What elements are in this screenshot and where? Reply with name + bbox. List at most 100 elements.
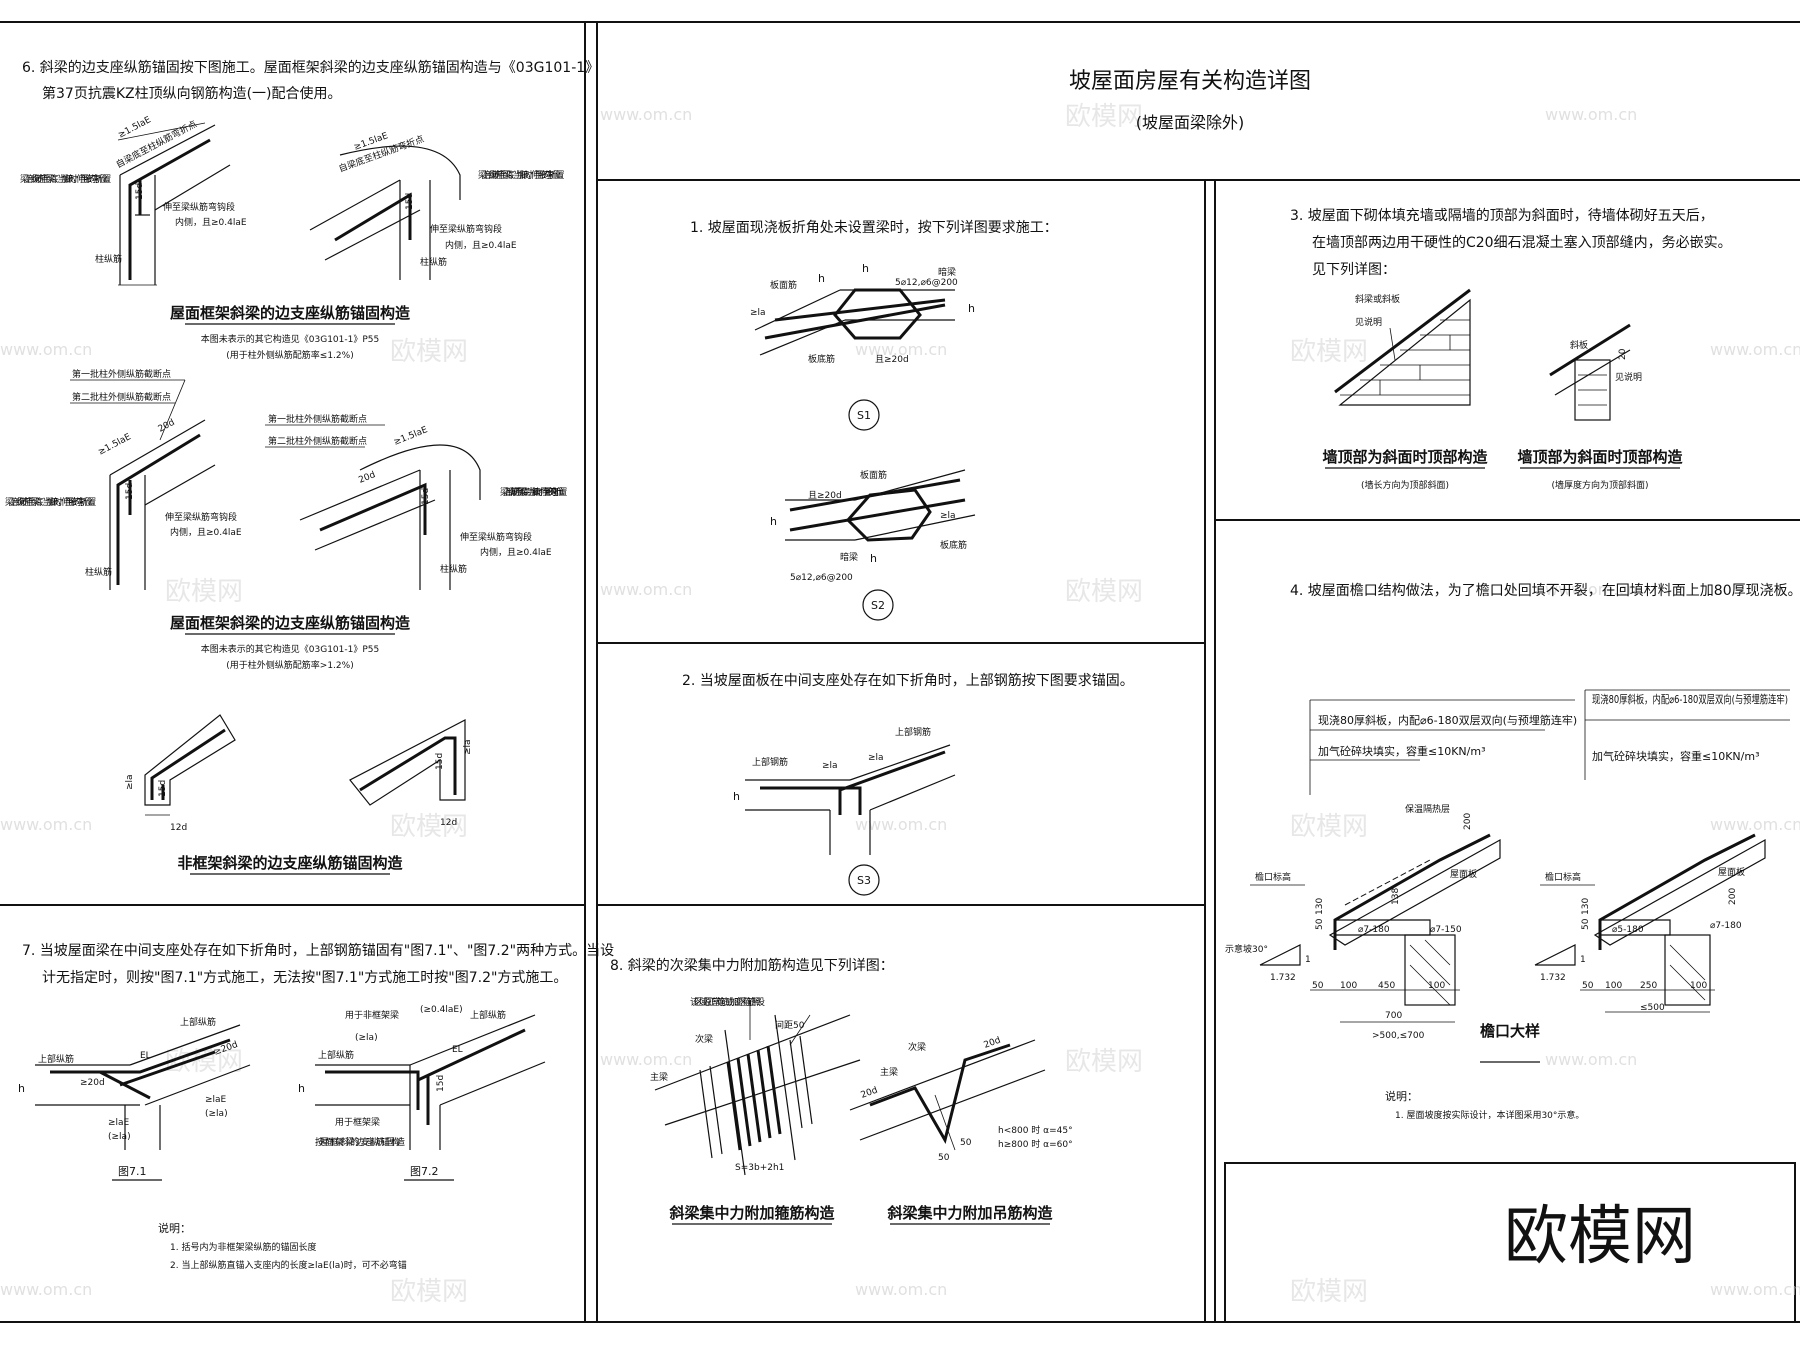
detail-s3: 上部钢筋 上部钢筋 ≥la ≥la h S3 <box>733 726 956 896</box>
watermark-logo: 欧模网 <box>1065 577 1143 607</box>
label-slab2: 斜板 <box>1570 339 1588 351</box>
detail-wall-b: 斜板 20 见说明 墙顶部为斜面时顶部构造 (墙厚度方向为顶部斜面) <box>1517 323 1683 491</box>
watermark-logo: 欧模网 <box>390 812 468 842</box>
label-el: EL <box>140 1051 151 1061</box>
label-h: h <box>18 1082 25 1095</box>
label-15d: 15d <box>436 1075 446 1092</box>
section-4: 4. 坡屋面檐口结构做法，为了檐口处回填不开裂，在回填材料面上加80厚现浇板。 … <box>1225 583 1800 1121</box>
label-h: h <box>968 302 975 315</box>
detail-stirrup: 该区域原正常箍筋或加密区箍筋照设 间距50 次梁 主梁 S=3b+2h1 斜梁集… <box>650 996 861 1225</box>
mark-s3: S3 <box>857 874 871 887</box>
brand-logo: 欧模网 <box>1504 1200 1696 1274</box>
label-main: 主梁 <box>650 1071 668 1083</box>
label-200: 200 <box>1463 813 1473 830</box>
label-angle2: h≥800 时 α=60° <box>998 1138 1073 1150</box>
fig-7-1: 上部纵筋 上部纵筋 ≥20d ≥20d EL ≥laE (≥la) ≥laE (… <box>18 1016 251 1181</box>
detail-s1: 板面筋 暗梁 5⌀12,⌀6@200 ≥la 板底筋 且≥20d h h h S… <box>750 262 975 431</box>
label-la: ≥la <box>463 739 473 755</box>
label-first-cut: 第一批柱外侧纵筋截断点 <box>268 413 367 425</box>
s6-detail-c2: ≥la 15d 12d <box>349 719 473 828</box>
s6-note-b2: (用于柱外侧纵筋配筋率>1.2%) <box>226 659 353 671</box>
s6-detail-b1: 第一批柱外侧纵筋截断点 第二批柱外侧纵筋截断点 ≥1.5laE 20d 15d … <box>5 368 242 590</box>
s3-text-3: 见下列详图： <box>1312 262 1396 278</box>
s8-text: 8. 斜梁的次梁集中力附加筋构造见下列详图： <box>610 957 894 974</box>
label-15d: 15d <box>158 780 168 797</box>
label-rebar: 5⌀12,⌀6@200 <box>790 573 853 583</box>
label-20d: 20d <box>860 1086 880 1101</box>
s4-note-1: 1. 屋面坡度按实际设计，本详图采用30°示意。 <box>1395 1109 1584 1121</box>
label-nonframe: 用于非框架梁 <box>345 1009 399 1021</box>
label-rebar: 5⌀12,⌀6@200 <box>895 278 958 288</box>
label-15lae: ≥1.5laE <box>392 425 429 448</box>
label-15d: 15d <box>435 753 445 770</box>
label-column: 柱纵筋 <box>85 566 112 578</box>
label-130: 130 <box>1581 898 1591 915</box>
label-span2: ≤500 <box>1640 1003 1665 1013</box>
section-7: 7. 当坡屋面梁在中间支座处存在如下折角时，上部钢筋锚固有"图7.1"、"图7.… <box>18 942 614 1271</box>
label-r1: ⌀7-180 <box>1710 921 1742 931</box>
label-extend: 伸至梁纵筋弯钩段 <box>460 531 532 543</box>
s6-note-b1: 本图未表示的其它构造见《03G101-1》P55 <box>201 643 379 655</box>
label-beam-top: 梁上部纵筋伸至梁底，当加腋时，伸至腋的弯折位置。 <box>500 486 570 498</box>
label-50: 50 <box>960 1138 972 1148</box>
label-la: ≥la <box>868 753 884 763</box>
s6-detail-b2: 第一批柱外侧纵筋截断点 第二批柱外侧纵筋截断点 ≥1.5laE 20d 15d … <box>265 413 570 590</box>
watermark-logo: 欧模网 <box>1290 337 1368 367</box>
label-la: (≥la) <box>355 1033 378 1043</box>
label-extend: 伸至梁纵筋弯钩段 <box>163 201 235 213</box>
s4-caption: 檐口大样 <box>1480 1022 1540 1040</box>
label-la: ≥la <box>822 761 838 771</box>
eave-detail-2: 现浇80厚斜板，内配⌀6-180双层双向(与预埋筋连牢) 加气砼碎块填实，容重≤… <box>1534 689 1790 1013</box>
s6-caption-c: 非框架斜梁的边支座纵筋锚固构造 <box>177 854 402 872</box>
label-see: 见说明 <box>1355 316 1382 328</box>
label-slab: 斜梁或斜板 <box>1355 293 1400 305</box>
watermark-logo: 欧模网 <box>390 337 468 367</box>
detail-hanger: 次梁 主梁 20d 20d 50 50 h<800 时 α=45° h≥800 … <box>849 1036 1073 1225</box>
label-450: 450 <box>1378 981 1395 991</box>
label-20d: 且≥20d <box>875 354 909 365</box>
s6-note-a1: 本图未表示的其它构造见《03G101-1》P55 <box>201 333 379 345</box>
label-inner: 内侧，且≥0.4laE <box>175 216 247 228</box>
s4-callout1-a: 现浇80厚斜板，内配⌀6-180双层双向(与预埋筋连牢) <box>1318 713 1577 727</box>
s6-note-a2: (用于柱外侧纵筋配筋率≤1.2%) <box>226 349 353 361</box>
label-eave: 檐口标高 <box>1545 871 1581 883</box>
label-top-bar: 上部纵筋 <box>318 1049 354 1061</box>
label-20: 20 <box>1618 348 1628 360</box>
label-la: ≥la <box>750 308 766 318</box>
label-r1: ⌀7-180 <box>1358 925 1390 935</box>
s6-detail-a1: ≥1.5laE 自梁底至柱纵筋弯折点 15d 梁上部纵筋伸至梁底，当加腋时，伸至… <box>20 115 247 286</box>
s6-detail-a2: ≥1.5laE 自梁底至柱纵筋弯折点 15d 梁上部纵筋伸至梁底，当加腋时，伸至… <box>309 131 568 280</box>
label-50: 50 <box>1581 918 1591 930</box>
sheet-title-block: 坡屋面房屋有关构造详图 (坡屋面梁除外) <box>1069 69 1311 132</box>
label-la: (≥la) <box>205 1109 228 1119</box>
label-column: 柱纵筋 <box>440 563 467 575</box>
label-700: 700 <box>1385 1011 1402 1021</box>
watermark-url: www.om.cn <box>855 815 947 834</box>
label-h: h <box>862 262 869 275</box>
label-top: 板面筋 <box>770 279 797 291</box>
label-roof: 屋面板 <box>1450 868 1477 880</box>
label-20d: ≥20d <box>80 1078 105 1088</box>
label-ratio: 1.732 <box>1540 973 1566 983</box>
label-50: 50 <box>938 1153 950 1163</box>
s4-callout2-b: 加气砼碎块填实，容重≤10KN/m³ <box>1592 749 1760 763</box>
label-beam-top: 梁上部纵筋伸至梁底，当加腋时，伸至腋的弯折位置。 <box>478 169 568 181</box>
watermark-url: www.om.cn <box>1710 340 1800 359</box>
watermark-url: www.om.cn <box>0 340 92 359</box>
label-20d: 且≥20d <box>808 490 842 501</box>
s7-text-1: 7. 当坡屋面梁在中间支座处存在如下折角时，上部钢筋锚固有"图7.1"、"图7.… <box>22 942 614 959</box>
label-100: 100 <box>1340 981 1357 991</box>
sheet-title: 坡屋面房屋有关构造详图 <box>1069 69 1311 94</box>
label-20d: 20d <box>157 418 177 435</box>
watermark-url: www.om.cn <box>1710 1280 1800 1299</box>
s6-detail-c1: ≥la 15d 12d <box>125 714 236 833</box>
label-beam-top: 梁上部纵筋伸至梁底，当加腋时，伸至腋的弯折位置。 <box>20 173 115 185</box>
label-lae: ≥laE <box>108 1118 130 1128</box>
label-see: 见说明 <box>1615 371 1642 383</box>
label-20d: 20d <box>357 470 377 486</box>
label-h: h <box>818 272 825 285</box>
label-column: 柱纵筋 <box>95 253 122 265</box>
label-top-bar: 上部纵筋 <box>470 1009 506 1021</box>
watermark-url: www.om.cn <box>600 105 692 124</box>
